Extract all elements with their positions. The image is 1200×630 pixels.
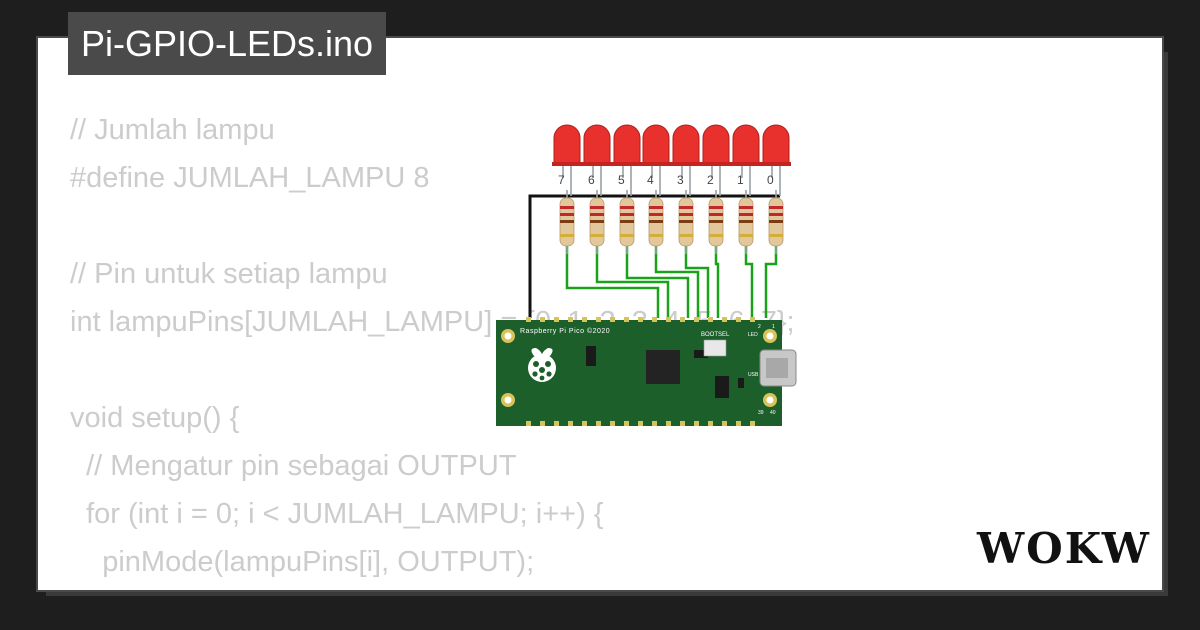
header-pins bbox=[526, 317, 755, 426]
board-label: Raspberry Pi Pico ©2020 bbox=[520, 327, 610, 335]
resistor-leads bbox=[566, 190, 777, 254]
component bbox=[694, 350, 708, 358]
logo-text: WOKWi bbox=[976, 525, 1150, 573]
resistor[interactable] bbox=[738, 197, 754, 247]
bootsel-label: BOOTSEL bbox=[701, 332, 730, 338]
resistor[interactable] bbox=[559, 197, 575, 247]
led-3[interactable]: 3 bbox=[671, 124, 701, 187]
led-1[interactable]: 1 bbox=[731, 124, 761, 187]
bootsel-button[interactable] bbox=[703, 339, 727, 357]
code-line: // Mengatur pin sebagai OUTPUT bbox=[70, 450, 517, 482]
component bbox=[738, 378, 744, 388]
capacitor bbox=[586, 346, 596, 366]
raspberry-logo-icon bbox=[528, 348, 556, 382]
resistor[interactable] bbox=[768, 197, 784, 247]
code-line: void setup() { bbox=[70, 402, 240, 434]
led-legs bbox=[562, 164, 781, 196]
resistor[interactable] bbox=[678, 197, 694, 247]
code-line: // Jumlah lampu bbox=[70, 114, 275, 146]
led-4[interactable]: 4 bbox=[641, 124, 671, 187]
led-label: 5 bbox=[618, 173, 625, 187]
code-line: #define JUMLAH_LAMPU 8 bbox=[70, 162, 430, 194]
led-2[interactable]: 2 bbox=[701, 124, 731, 187]
led-5[interactable]: 5 bbox=[612, 124, 642, 187]
led-label: 3 bbox=[677, 173, 684, 187]
mounting-holes bbox=[501, 329, 777, 407]
resistor[interactable] bbox=[589, 197, 605, 247]
led-0[interactable]: 0 bbox=[761, 124, 791, 187]
led-label: 7 bbox=[558, 173, 565, 187]
led-7[interactable]: 7 bbox=[552, 124, 582, 187]
led-6[interactable]: 6 bbox=[582, 124, 612, 187]
rp2040-chip bbox=[646, 350, 680, 384]
code-line: for (int i = 0; i < JUMLAH_LAMPU; i++) { bbox=[70, 498, 604, 530]
resistor[interactable] bbox=[708, 197, 724, 247]
led-label: 1 bbox=[737, 173, 744, 187]
pin-label: 2 bbox=[758, 324, 761, 330]
led-label: 4 bbox=[647, 173, 654, 187]
usb-text: USB bbox=[748, 372, 759, 378]
circuit-diagram[interactable]: 7 6 5 4 3 2 1 0 bbox=[490, 118, 800, 430]
led-label: 0 bbox=[767, 173, 774, 187]
pin-label: 40 bbox=[770, 410, 776, 416]
led-label: 2 bbox=[707, 173, 714, 187]
signal-wires bbox=[565, 246, 778, 318]
code-line: // Pin untuk setiap lampu bbox=[70, 258, 388, 290]
wokwi-logo: WOKWi bbox=[976, 525, 1150, 573]
resistor[interactable] bbox=[619, 197, 635, 247]
code-preview: // Jumlah lampu #define JUMLAH_LAMPU 8 /… bbox=[70, 106, 795, 590]
pin-label: 39 bbox=[758, 410, 764, 416]
file-title: Pi-GPIO-LEDs.ino bbox=[68, 12, 387, 75]
pico-board[interactable]: Raspberry Pi Pico ©2020 BOOTSEL LED USB … bbox=[496, 317, 797, 426]
resistor[interactable] bbox=[648, 197, 664, 247]
ground-wire bbox=[528, 194, 780, 318]
led-text: LED bbox=[748, 332, 758, 338]
code-line: } bbox=[70, 586, 795, 590]
flash-chip bbox=[715, 376, 729, 398]
code-line: pinMode(lampuPins[i], OUTPUT); bbox=[70, 546, 535, 578]
usb-port-inner bbox=[766, 358, 788, 378]
led-label: 6 bbox=[588, 173, 595, 187]
pin-label: 1 bbox=[772, 324, 775, 330]
